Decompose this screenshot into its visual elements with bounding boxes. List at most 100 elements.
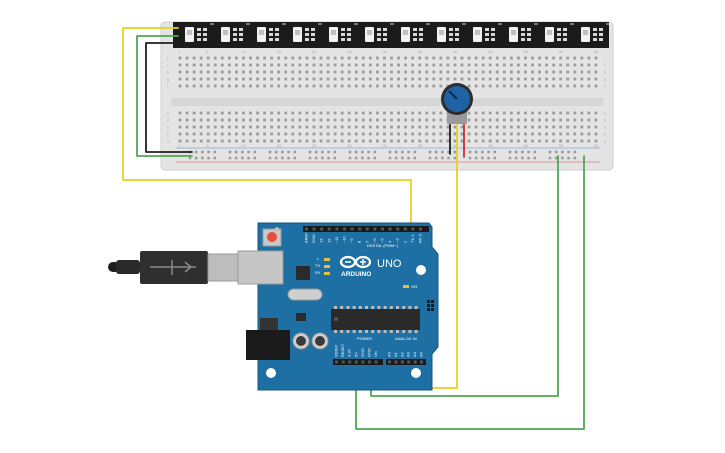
power-rail-hole (274, 156, 278, 160)
breadboard-hole (256, 56, 259, 60)
breadboard-hole (488, 84, 492, 88)
breadboard-hole (185, 139, 189, 143)
breadboard-hole (291, 84, 295, 88)
breadboard-hole (199, 132, 203, 136)
breadboard-column-number: 35 (418, 49, 423, 54)
breadboard-row-letter: g (167, 77, 169, 82)
led-pixel-pad (311, 38, 315, 41)
power-rail-hole (201, 156, 204, 160)
breadboard-hole (559, 132, 563, 136)
mcu-pin (402, 330, 406, 333)
breadboard-hole (319, 132, 323, 136)
usb-plug-metal (207, 253, 239, 282)
breadboard-hole (298, 125, 302, 129)
breadboard-hole (178, 125, 182, 129)
breadboard-hole (291, 118, 295, 122)
power-rail-hole (333, 150, 337, 154)
breadboard-hole (256, 139, 259, 143)
breadboard-hole (284, 56, 288, 60)
digital-pin-label: ~5 (380, 238, 385, 243)
breadboard-hole (333, 118, 337, 122)
breadboard-hole (524, 132, 527, 136)
breadboard-hole (256, 70, 259, 74)
breadboard-hole (376, 111, 379, 115)
breadboard-hole (517, 63, 520, 67)
breadboard-hole (178, 132, 182, 136)
breadboard-hole (361, 139, 365, 143)
breadboard-hole (319, 70, 323, 74)
led-pixel-die (295, 30, 300, 35)
breadboard-hole (594, 132, 598, 136)
digital-pin-hole (312, 227, 316, 231)
led-pixel-die (439, 30, 444, 35)
breadboard-hole (397, 77, 400, 81)
breadboard-hole (580, 111, 584, 115)
breadboard-hole (185, 77, 189, 81)
wire-rail-to-5v[interactable] (355, 155, 585, 430)
breadboard-hole (284, 84, 288, 88)
breadboard-hole (319, 111, 323, 115)
led-pixel-die (223, 30, 228, 35)
breadboard-hole (354, 70, 358, 74)
microcontroller-pins (334, 306, 418, 333)
breadboard-hole (256, 118, 259, 122)
breadboard-hole (418, 70, 422, 74)
breadboard-hole (467, 111, 471, 115)
wire-strip-data-to-d2[interactable] (122, 27, 412, 229)
wire-strip-vcc-to-rail[interactable] (136, 35, 193, 157)
led-pixel-pad (599, 33, 603, 36)
breadboard-hole (235, 118, 238, 122)
breadboard-hole (502, 56, 506, 60)
digital-pin-hole (403, 227, 407, 231)
breadboard-hole (425, 77, 429, 81)
breadboard-hole (270, 77, 274, 81)
breadboard-hole (277, 63, 281, 67)
breadboard-row-letter: g (604, 77, 606, 82)
reset-button-cap[interactable] (267, 232, 277, 242)
breadboard-hole (397, 132, 400, 136)
power-rail-hole (234, 156, 238, 160)
breadboard-hole (495, 70, 499, 74)
breadboard-row-letter: e (167, 111, 170, 116)
breadboard-column-number: 55 (559, 143, 564, 148)
breadboard-hole (213, 118, 217, 122)
potentiometer[interactable] (441, 83, 473, 124)
power-rail-hole (287, 156, 290, 160)
usb-cable-strain (116, 260, 140, 274)
breadboard-hole (249, 132, 252, 136)
breadboard-hole (312, 111, 316, 115)
breadboard-hole (594, 84, 598, 88)
breadboard-column-number: 10 (241, 49, 246, 54)
breadboard-hole (383, 132, 386, 136)
breadboard-hole (192, 111, 196, 115)
led-strip (173, 22, 610, 48)
breadboard-hole (524, 118, 527, 122)
power-rail-hole (481, 150, 484, 154)
breadboard-hole (312, 132, 316, 136)
led-pixel-pad (203, 33, 207, 36)
breadboard-hole (220, 70, 224, 74)
power-rail-hole (474, 150, 478, 154)
led-pixel-pad (347, 28, 351, 31)
power-pin-header (333, 359, 383, 365)
power-rail-hole (247, 156, 250, 160)
analog-pin-hole (400, 360, 404, 364)
breadboard-hole (270, 118, 274, 122)
led-pixel-pad (413, 28, 417, 31)
breadboard-hole (594, 77, 598, 81)
breadboard-hole (383, 56, 386, 60)
power-rail-hole (521, 150, 524, 154)
breadboard-hole (453, 63, 457, 67)
icsp-pin (427, 300, 430, 303)
logo-plus-icon (360, 259, 366, 265)
power-pin-label: GND (360, 348, 365, 357)
mcu-pin (414, 330, 418, 333)
mounting-hole (266, 368, 276, 378)
led-pixel-pad (449, 28, 453, 31)
breadboard-hole (192, 125, 196, 129)
wire-strip-gnd-to-rail[interactable] (145, 42, 193, 153)
power-rail-hole (493, 156, 497, 160)
breadboard-hole (368, 84, 372, 88)
dc-power-jack (246, 330, 290, 360)
